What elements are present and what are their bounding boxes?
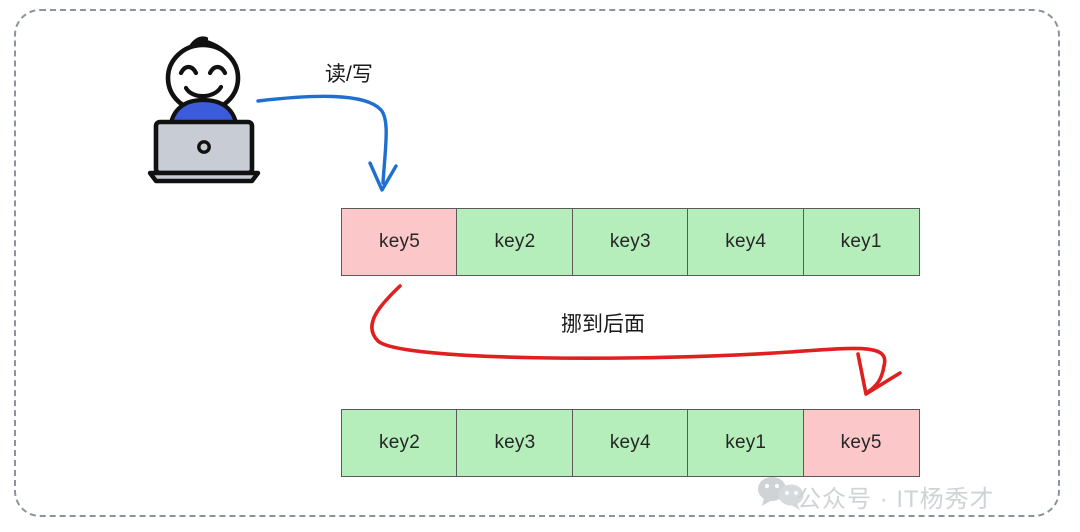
cell-key2-before[interactable]: key2 [456,208,574,276]
cell-key4-after[interactable]: key4 [571,409,689,477]
eyes-icon [178,64,228,76]
watermark-text: 公众号 · IT杨秀才 [797,486,995,513]
cell-key1-before[interactable]: key1 [802,208,920,276]
cell-key3-after[interactable]: key3 [456,409,574,477]
read-write-label: 读/写 [325,63,373,86]
move-to-back-label: 挪到后面 [561,313,645,336]
cell-key5-after[interactable]: key5 [802,409,920,477]
cell-key5-before[interactable]: key5 [341,208,458,276]
array-row-after: key2 key3 key4 key1 key5 [341,409,920,477]
cell-key1-after[interactable]: key1 [687,409,805,477]
cell-key2-after[interactable]: key2 [341,409,458,477]
array-row-before: key5 key2 key3 key4 key1 [341,208,920,276]
cell-key3-before[interactable]: key3 [571,208,689,276]
laptop-logo-icon [197,140,211,154]
cell-key4-before[interactable]: key4 [687,208,805,276]
move-to-back-arrow [370,284,902,396]
wechat-icon [758,477,804,510]
read-write-arrow [256,94,398,192]
smile-icon [183,84,224,99]
person-at-laptop-illustration [147,36,261,184]
laptop-base [147,170,261,184]
